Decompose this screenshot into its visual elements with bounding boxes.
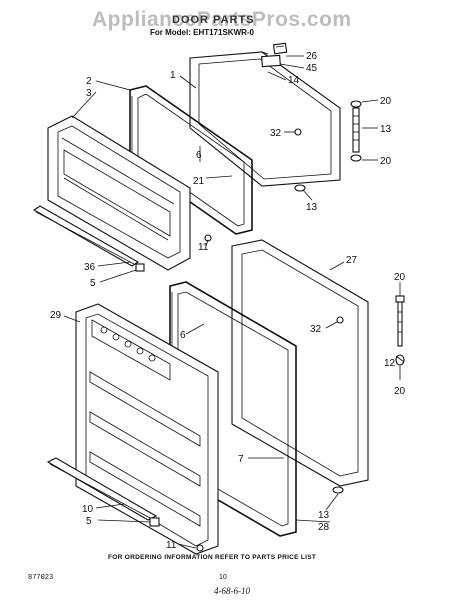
callout-3: 3 bbox=[86, 88, 92, 99]
callout-10: 10 bbox=[82, 504, 94, 515]
callout-1: 1 bbox=[170, 70, 176, 81]
callout-20-d: 20 bbox=[394, 386, 406, 397]
callout-13-lower: 13 bbox=[318, 510, 330, 521]
model-line: For Model: EHT171SKWR-0 bbox=[150, 28, 255, 37]
callout-14: 14 bbox=[288, 75, 300, 86]
ordering-info-note: FOR ORDERING INFORMATION REFER TO PARTS … bbox=[108, 554, 317, 561]
page-number: 10 bbox=[219, 574, 227, 581]
callout-32-upper: 32 bbox=[270, 128, 282, 139]
callout-27: 27 bbox=[346, 255, 358, 266]
fresh-food-gasket-strip bbox=[46, 457, 160, 527]
callout-45: 45 bbox=[306, 63, 318, 74]
callout-5-lower: 5 bbox=[86, 516, 92, 527]
upper-hinge-pin bbox=[350, 100, 362, 162]
freezer-gasket-strip bbox=[32, 205, 145, 272]
leader-lines bbox=[63, 55, 405, 549]
freezer-door-outer-panel bbox=[189, 51, 341, 187]
callout-12-upper: 13 bbox=[380, 124, 392, 135]
callout-6-upper: 6 bbox=[196, 150, 202, 161]
label-plate bbox=[261, 42, 288, 68]
callout-20-a: 20 bbox=[380, 96, 392, 107]
callout-5-upper: 5 bbox=[90, 278, 96, 289]
lower-screws bbox=[196, 316, 344, 552]
diagram-title: DOOR PARTS bbox=[172, 14, 255, 26]
callout-21: 21 bbox=[193, 176, 205, 187]
watermark: AppliancePartsPros.com bbox=[92, 8, 352, 31]
date-mark: 4-68-6-10 bbox=[214, 586, 250, 596]
callout-20-b: 20 bbox=[380, 156, 392, 167]
callout-13-upper: 13 bbox=[306, 202, 318, 213]
callout-29: 29 bbox=[50, 310, 62, 321]
callout-20-c: 20 bbox=[394, 272, 406, 283]
callout-2: 2 bbox=[86, 76, 92, 87]
fresh-food-door-outer-panel bbox=[231, 239, 369, 487]
callout-12-lower: 12 bbox=[384, 358, 396, 369]
freezer-door-liner bbox=[47, 115, 191, 271]
callout-7: 7 bbox=[238, 454, 244, 465]
drawing-code: 877023 bbox=[28, 574, 54, 582]
callout-labels: 2 3 1 26 45 14 6 21 32 20 13 20 13 11 36… bbox=[50, 51, 406, 551]
callout-28: 28 bbox=[318, 522, 330, 533]
lower-hinge-pin bbox=[395, 295, 405, 366]
callout-11-lower: 11 bbox=[166, 540, 177, 551]
callout-36: 36 bbox=[84, 262, 96, 273]
callout-11-upper: 11 bbox=[198, 242, 209, 253]
callout-6-lower: 6 bbox=[180, 330, 186, 341]
callout-32-lower: 32 bbox=[310, 324, 322, 335]
callout-26: 26 bbox=[306, 51, 318, 62]
